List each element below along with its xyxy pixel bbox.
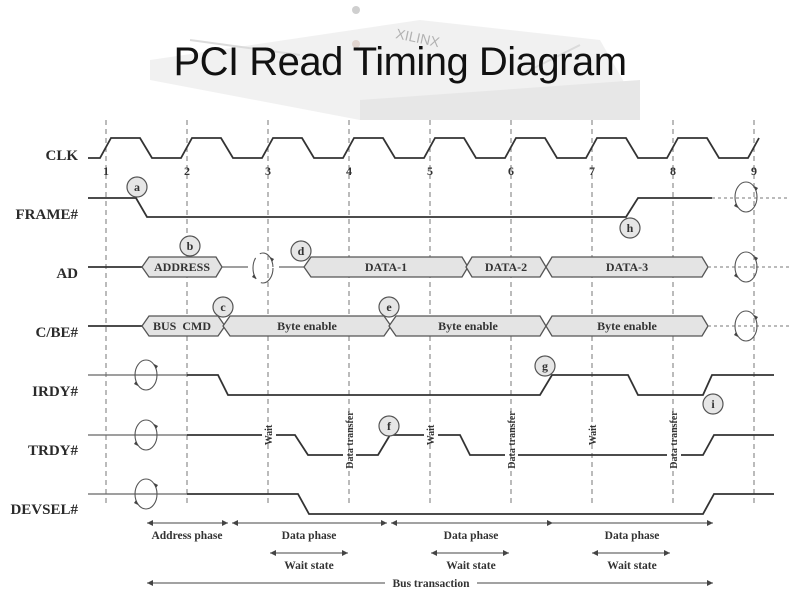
signal-label-trdy: TRDY# [28, 443, 79, 459]
turnaround-icon [734, 181, 758, 213]
marker-label: i [711, 397, 715, 411]
signal-label-irdy: IRDY# [32, 384, 78, 400]
phase-label-data: Data phase [444, 530, 499, 542]
event-marker-b: b [179, 235, 201, 257]
event-marker-c: c [212, 296, 234, 318]
turnaround-icon [252, 252, 274, 284]
turnaround-icon [734, 310, 758, 342]
marker-label: g [542, 359, 548, 373]
signal-label-clk: CLK [45, 148, 78, 164]
event-marker-d: d [290, 240, 312, 262]
clock-tick-label: 2 [184, 164, 190, 178]
irdy-waveform [187, 374, 774, 396]
turnaround-icon [134, 359, 158, 391]
ad-waveform [88, 256, 790, 278]
devsel-waveform [187, 493, 774, 515]
background-chip-image: XILINX [150, 6, 640, 120]
marker-label: f [387, 419, 392, 433]
trdy-annotation-data-transfer: Data transfer [507, 411, 518, 469]
cbe-box-label: BUS CMD [153, 319, 211, 333]
turnaround-icon [134, 419, 158, 451]
signal-label-devsel: DEVSEL# [10, 502, 78, 518]
marker-label: a [134, 180, 140, 194]
trdy-annotation-wait: Wait [588, 424, 599, 445]
marker-label: e [386, 300, 392, 314]
event-marker-a: a [126, 176, 148, 198]
phase-label-address: Address phase [151, 530, 222, 542]
turnaround-icon [734, 251, 758, 283]
clock-tick-label: 1 [103, 164, 109, 178]
ad-box-label: DATA-2 [485, 260, 527, 274]
event-marker-g: g [534, 355, 556, 377]
clock-tick-label: 6 [508, 164, 514, 178]
signal-label-ad: AD [56, 266, 78, 282]
clock-tick-label: 5 [427, 164, 433, 178]
trdy-annotation-wait: Wait [264, 424, 275, 445]
trdy-annotation-wait: Wait [426, 424, 437, 445]
clock-tick-label: 4 [346, 164, 352, 178]
frame-waveform [88, 197, 712, 218]
clock-tick-label: 9 [751, 164, 757, 178]
trdy-annotation-data-transfer: Data transfer [345, 411, 356, 469]
marker-label: b [187, 239, 194, 253]
wait-state-label: Wait state [284, 560, 334, 572]
bus-transaction-label: Bus transaction [393, 578, 471, 590]
page-title: PCI Read Timing Diagram [173, 40, 627, 84]
wait-state-label: Wait state [446, 560, 496, 572]
phase-label-data: Data phase [605, 530, 660, 542]
ad-box-label: DATA-3 [606, 260, 648, 274]
event-marker-h: h [619, 217, 641, 239]
marker-label: c [220, 300, 226, 314]
clock-tick-label: 7 [589, 164, 595, 178]
event-marker-f: f [378, 415, 400, 437]
phase-label-data: Data phase [282, 530, 337, 542]
signal-label-frame: FRAME# [16, 207, 79, 223]
event-marker-e: e [378, 296, 400, 318]
clock-tick-label: 3 [265, 164, 271, 178]
cbe-box-label: Byte enable [597, 319, 657, 333]
cbe-waveform [88, 315, 790, 337]
turnaround-icon [134, 478, 158, 510]
cbe-box-label: Byte enable [277, 319, 337, 333]
clock-tick-label: 8 [670, 164, 676, 178]
marker-label: h [627, 221, 634, 235]
signal-label-cbe: C/BE# [35, 325, 78, 341]
wait-state-label: Wait state [607, 560, 657, 572]
marker-label: d [298, 244, 305, 258]
clock-grid [105, 120, 755, 505]
ad-box-label: DATA-1 [365, 260, 407, 274]
ad-box-label: ADDRESS [154, 260, 210, 274]
trdy-annotation-data-transfer: Data transfer [669, 411, 680, 469]
event-marker-i: i [702, 393, 724, 415]
clk-waveform [88, 137, 760, 159]
trdy-waveform [187, 434, 774, 456]
cbe-box-label: Byte enable [438, 319, 498, 333]
